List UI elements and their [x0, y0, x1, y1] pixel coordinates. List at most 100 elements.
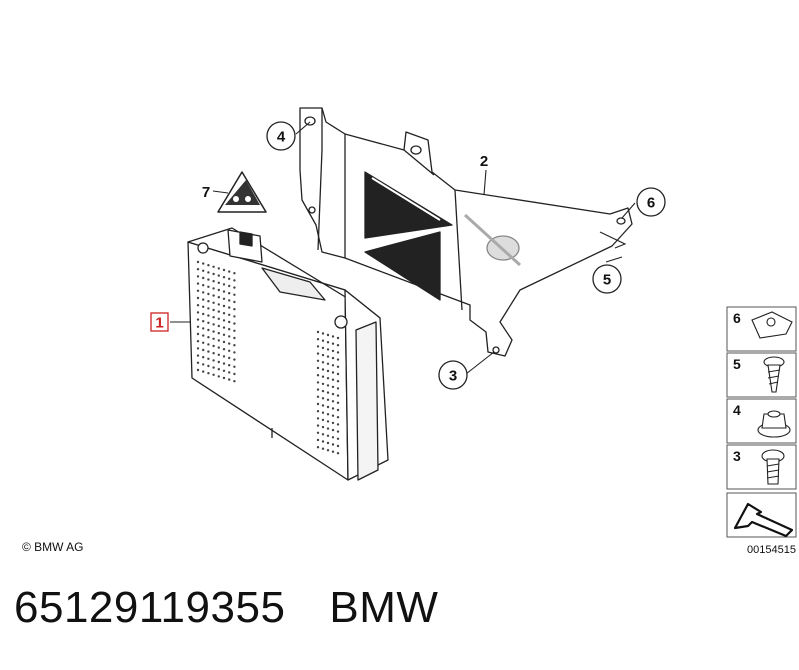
vent-hole — [212, 330, 215, 333]
vent-hole — [222, 304, 226, 308]
vent-hole — [207, 357, 210, 360]
vent-hole — [336, 430, 340, 433]
vent-hole — [326, 333, 330, 337]
vent-hole — [316, 417, 320, 420]
vent-hole — [233, 300, 236, 304]
vent-hole — [222, 348, 226, 351]
legend-item-6: 6 — [726, 306, 797, 352]
vent-hole — [321, 425, 325, 429]
legend-item-3-label: 3 — [733, 448, 741, 464]
vent-hole — [228, 284, 231, 288]
vent-hole — [228, 349, 231, 352]
vent-hole — [336, 437, 340, 440]
vent-hole — [326, 348, 330, 351]
vent-hole — [202, 320, 205, 323]
vent-hole — [196, 268, 200, 271]
vent-hole — [222, 326, 226, 329]
vent-hole — [196, 354, 200, 357]
callout-5: 5 — [592, 264, 622, 294]
vent-hole — [336, 423, 340, 426]
vent-hole — [196, 318, 200, 321]
vent-hole — [233, 279, 236, 282]
vent-hole — [316, 381, 320, 384]
vent-hole — [326, 427, 330, 430]
vent-hole — [233, 380, 236, 383]
vent-hole — [217, 375, 220, 378]
vent-hole — [321, 368, 325, 371]
vent-hole — [222, 369, 226, 372]
vent-hole — [228, 364, 231, 367]
vent-hole — [196, 282, 200, 285]
vent-hole — [196, 304, 200, 307]
vent-hole — [196, 347, 200, 350]
vent-hole — [316, 388, 320, 391]
vent-hole — [233, 315, 236, 318]
vent-hole — [202, 356, 205, 359]
vent-hole — [321, 418, 325, 422]
vent-hole — [202, 276, 205, 280]
vent-hole — [202, 291, 205, 294]
vent-hole — [233, 365, 236, 368]
vent-hole — [331, 349, 335, 353]
vent-hole — [212, 272, 215, 276]
vent-hole — [331, 392, 335, 396]
legend-item-5-label: 5 — [733, 356, 741, 372]
vent-hole — [228, 356, 231, 360]
legend-item-6-label: 6 — [733, 310, 741, 326]
vent-hole — [207, 300, 210, 303]
vent-hole — [233, 322, 236, 325]
vent-hole — [196, 340, 200, 343]
callout-6-label: 6 — [647, 195, 655, 212]
vent-hole — [316, 366, 320, 370]
vent-hole — [336, 351, 340, 354]
vent-hole — [331, 450, 335, 453]
vent-hole — [326, 420, 330, 423]
vent-hole — [222, 312, 226, 315]
vent-hole — [233, 372, 236, 376]
vent-hole — [336, 416, 340, 419]
vent-hole — [207, 350, 210, 353]
vent-hole — [336, 444, 340, 448]
vent-hole — [212, 280, 215, 283]
vent-hole — [212, 323, 215, 326]
vent-hole — [196, 311, 200, 314]
vent-hole — [228, 313, 231, 316]
vent-hole — [222, 376, 226, 380]
vent-hole — [233, 358, 236, 361]
vent-hole — [228, 378, 231, 381]
vent-hole — [326, 391, 330, 394]
vent-hole — [217, 368, 220, 371]
vent-hole — [222, 283, 226, 286]
vent-hole — [217, 296, 220, 299]
vent-hole — [321, 332, 325, 335]
vent-hole — [207, 372, 210, 375]
vent-hole — [331, 436, 335, 439]
vent-hole — [217, 324, 220, 328]
vent-hole — [331, 407, 335, 410]
vent-hole — [212, 344, 215, 348]
vent-hole — [326, 362, 330, 365]
vent-hole — [321, 404, 325, 407]
vent-hole — [212, 373, 215, 376]
vent-hole — [207, 278, 210, 281]
vent-hole — [326, 434, 330, 437]
vent-hole — [331, 443, 335, 446]
vent-hole — [222, 319, 226, 322]
vent-hole — [212, 287, 215, 290]
vent-hole — [326, 449, 330, 452]
vent-hole — [207, 285, 210, 288]
direction-arrow-icon — [733, 502, 794, 538]
vent-hole — [212, 294, 215, 297]
vent-hole — [202, 284, 205, 287]
vent-hole — [196, 275, 200, 278]
vent-hole — [233, 293, 236, 296]
module-drawing — [187, 227, 389, 481]
part-number: 65129119355 — [14, 583, 286, 632]
vent-hole — [202, 312, 205, 316]
legend-item-3: 3 — [726, 444, 797, 490]
vent-hole — [196, 368, 200, 372]
legend-item-5: 5 — [726, 352, 797, 398]
vent-hole — [202, 341, 205, 344]
legend-column: 6 5 4 3 — [726, 306, 797, 556]
